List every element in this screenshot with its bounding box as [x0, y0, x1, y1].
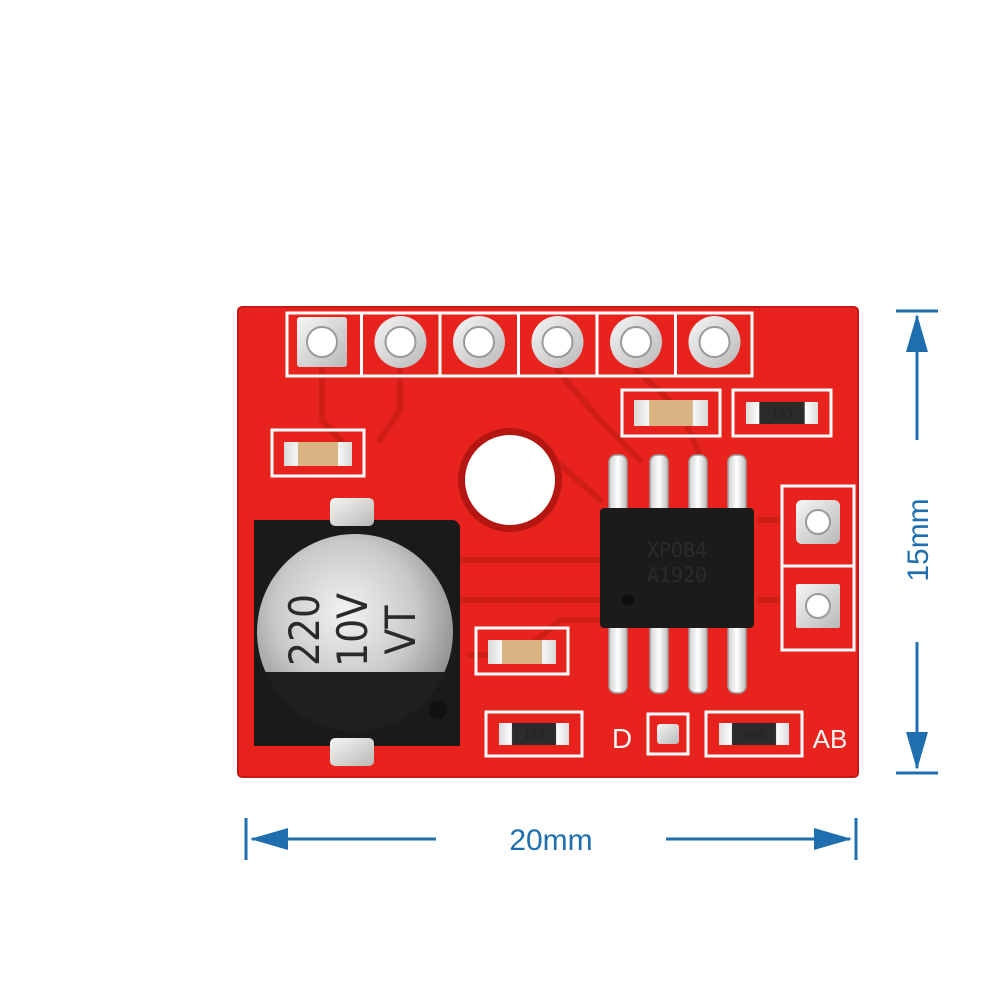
smd-resistor-r2: 103	[484, 710, 584, 758]
resistor-r3-marking: 000	[743, 728, 765, 742]
side-pin-silkscreen	[780, 484, 856, 652]
mode-jumper-pad	[646, 712, 690, 756]
capacitor-lead	[330, 738, 374, 766]
ic-marking-line2: A1920	[647, 563, 707, 587]
capacitor-polarity-band	[265, 672, 445, 732]
header-pin	[610, 316, 662, 368]
smd-resistor-r1: 103	[731, 388, 833, 438]
capacitor-lead	[330, 498, 374, 526]
mode-label-ab: AB	[813, 724, 848, 754]
height-dimension	[896, 309, 938, 775]
width-label: 20mm	[509, 824, 592, 857]
amplifier-ic: XPOB4 A1920	[600, 454, 754, 694]
ic-leg	[727, 622, 747, 694]
width-dimension	[244, 818, 858, 860]
header-pins	[285, 311, 754, 378]
side-pins	[780, 484, 856, 652]
mounting-hole	[465, 435, 555, 525]
ic-marking-line1: XPOB4	[647, 538, 707, 562]
ic-leg	[649, 454, 669, 514]
header-pin	[374, 316, 427, 368]
height-label: 15mm	[902, 498, 935, 581]
smd-capacitor-c3	[474, 626, 570, 676]
ic-legs-bottom	[608, 622, 747, 694]
ic-leg	[608, 454, 628, 514]
smd-capacitor-c2	[620, 388, 722, 438]
header-pin	[531, 316, 584, 368]
resistor-r2-marking: 103	[523, 728, 545, 742]
ic-legs-top	[608, 454, 747, 514]
ic-leg	[608, 622, 628, 694]
header-pin	[297, 317, 347, 367]
resistor-r1-marking: 103	[771, 407, 793, 421]
capacitor-series: VT	[376, 605, 425, 655]
ic-leg	[649, 622, 669, 694]
ic-body	[600, 508, 754, 628]
header-pin	[453, 316, 505, 368]
ic-leg	[688, 454, 708, 514]
smd-capacitor-c1	[270, 428, 366, 478]
ic-leg	[727, 454, 747, 514]
header-pin	[688, 316, 741, 368]
capacitor-value: 220	[280, 594, 329, 666]
capacitor-voltage: 10V	[328, 593, 377, 667]
mode-label-d: D	[612, 723, 632, 754]
electrolytic-capacitor: 220 10V VT	[254, 498, 460, 766]
smd-resistor-r3: 000	[704, 710, 804, 758]
ic-leg	[688, 622, 708, 694]
